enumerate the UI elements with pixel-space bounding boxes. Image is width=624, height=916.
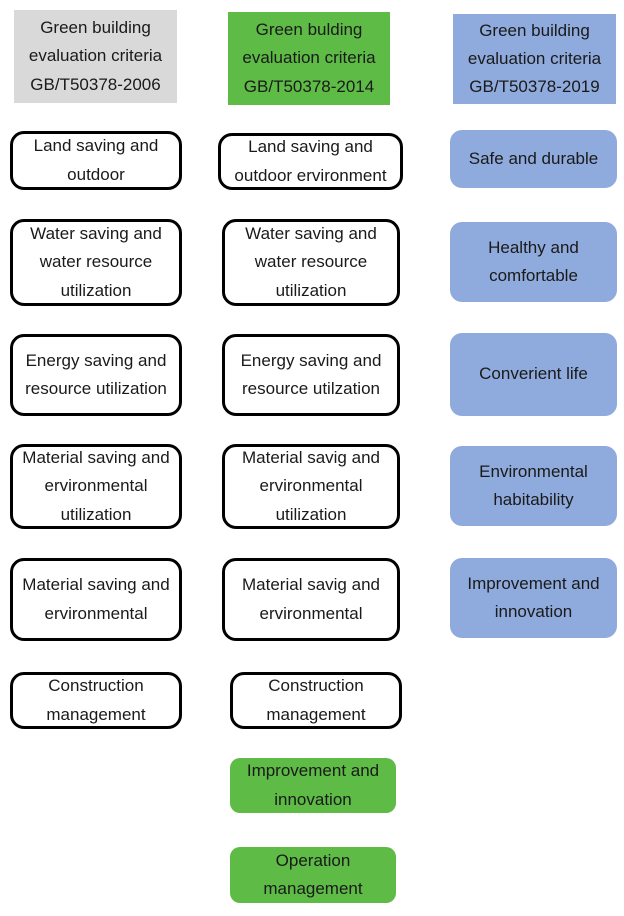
box-2006-land-saving-outdoor: Land saving and outdoor [10,131,182,190]
box-2014-construction-management: Construction management [230,672,402,729]
box-2014-material-saving-environmental: Material savig and ervironmental [222,558,400,641]
box-2019-safe-durable: Safe and durable [450,130,617,188]
box-2014-energy-saving: Energy saving and resource utilzation [222,334,400,416]
column-header-gb2019: Green building evaluation criteria GB/T5… [453,14,616,104]
column-header-gb2006: Green building evaluation criteria GB/T5… [14,10,177,103]
column-header-gb2014: Green bulding evaluation criteria GB/T50… [228,12,390,105]
box-2006-material-saving-utilization: Material saving and ervironmental utiliz… [10,444,182,529]
box-2019-healthy-comfortable: Healthy and comfortable [450,222,617,302]
box-2006-energy-saving: Energy saving and resource utilization [10,334,182,416]
box-2014-land-saving-outdoor: Land saving and outdoor ervironment [218,133,403,190]
box-2014-improvement-innovation: Improvement and innovation [230,758,396,813]
box-2006-construction-management: Construction management [10,672,182,729]
box-2006-water-saving: Water saving and water resource utilizat… [10,219,182,306]
box-2019-convenient-life: Converient life [450,333,617,416]
box-2014-operation-management: Operation management [230,847,396,903]
box-2019-improvement-innovation: Improvement and innovation [450,558,617,638]
box-2014-water-saving: Water saving and water resource utilizat… [222,219,400,306]
box-2019-environmental-habitability: Environmental habitability [450,446,617,526]
box-2014-material-saving-utilization: Material savig and ervironmental utiliza… [222,444,400,529]
box-2006-material-saving-environmental: Material saving and ervironmental [10,558,182,641]
